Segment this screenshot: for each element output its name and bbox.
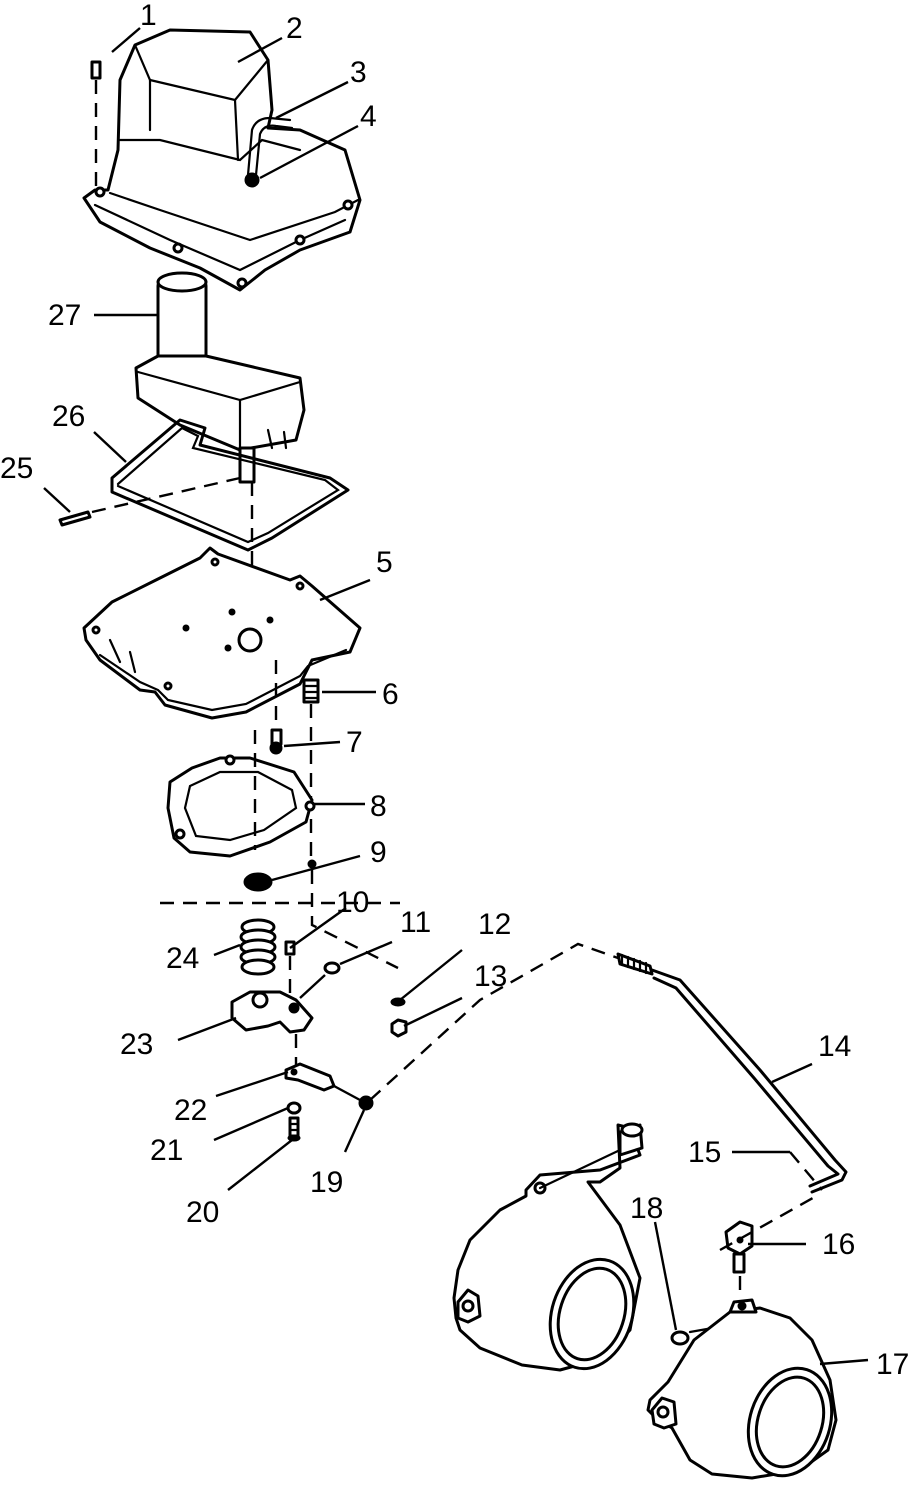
nozzle-part-17 <box>646 1276 838 1480</box>
nut-part-11 <box>299 961 341 999</box>
bolt-part-20 <box>287 1116 301 1142</box>
callout-4: 4 <box>360 100 377 133</box>
callout-16: 16 <box>822 1228 855 1261</box>
callout-6: 6 <box>382 678 399 711</box>
callout-10: 10 <box>336 886 369 919</box>
callout-12: 12 <box>478 908 511 941</box>
callout-18: 18 <box>630 1192 663 1225</box>
pin-part-25 <box>58 476 241 527</box>
screw-part-1 <box>90 60 102 188</box>
arm-link <box>333 1084 361 1102</box>
nut-part-13 <box>390 1018 408 1038</box>
callout-2: 2 <box>286 12 303 45</box>
hose-fitting-part-3-4 <box>244 116 294 188</box>
cam-lever-part-23 <box>230 990 314 1034</box>
callout-24: 24 <box>166 942 199 975</box>
washer-part-18 <box>670 1330 690 1346</box>
motor-assembly-part-27 <box>134 271 306 484</box>
callout-5: 5 <box>376 546 393 579</box>
seal-part-9 <box>243 872 273 892</box>
callout-1: 1 <box>140 0 157 32</box>
pin-dot <box>307 859 317 869</box>
ball-joint-part-19 <box>358 1095 374 1111</box>
bolt-part-7 <box>269 660 283 755</box>
spring-part-24 <box>239 918 277 976</box>
callout-15: 15 <box>688 1136 721 1169</box>
leader-lines <box>43 27 869 1366</box>
callout-11: 11 <box>400 906 431 939</box>
callout-8: 8 <box>370 790 387 823</box>
callout-25: 25 <box>0 452 33 485</box>
callout-22: 22 <box>174 1094 207 1127</box>
rod-part-14 <box>369 942 848 1194</box>
callout-labels: 1 2 3 4 5 6 7 8 9 10 11 12 13 14 15 16 1… <box>0 0 909 1381</box>
callout-23: 23 <box>120 1028 153 1061</box>
screw-part-6 <box>302 678 320 860</box>
callout-17: 17 <box>876 1348 909 1381</box>
base-plate-part-5 <box>82 546 362 720</box>
callout-26: 26 <box>52 400 85 433</box>
callout-27: 27 <box>48 299 81 332</box>
callout-14: 14 <box>818 1030 851 1063</box>
callout-13: 13 <box>474 960 507 993</box>
nozzle-left <box>452 1122 644 1372</box>
screw-part-10 <box>284 940 296 995</box>
swivel-block-part-16 <box>719 1192 821 1274</box>
alignment-line-2 <box>310 870 399 970</box>
callout-3: 3 <box>350 56 367 89</box>
callout-21: 21 <box>150 1134 183 1167</box>
arm-part-22 <box>284 1062 336 1092</box>
callout-19: 19 <box>310 1166 343 1199</box>
gasket-part-26 <box>110 418 350 552</box>
callout-7: 7 <box>346 726 363 759</box>
top-cover-housing <box>82 28 362 292</box>
callout-9: 9 <box>370 836 387 869</box>
washer-part-21 <box>286 1101 302 1115</box>
rod-end-line <box>789 1151 823 1191</box>
callout-20: 20 <box>186 1196 219 1229</box>
flange-gasket-part-8 <box>166 754 316 858</box>
